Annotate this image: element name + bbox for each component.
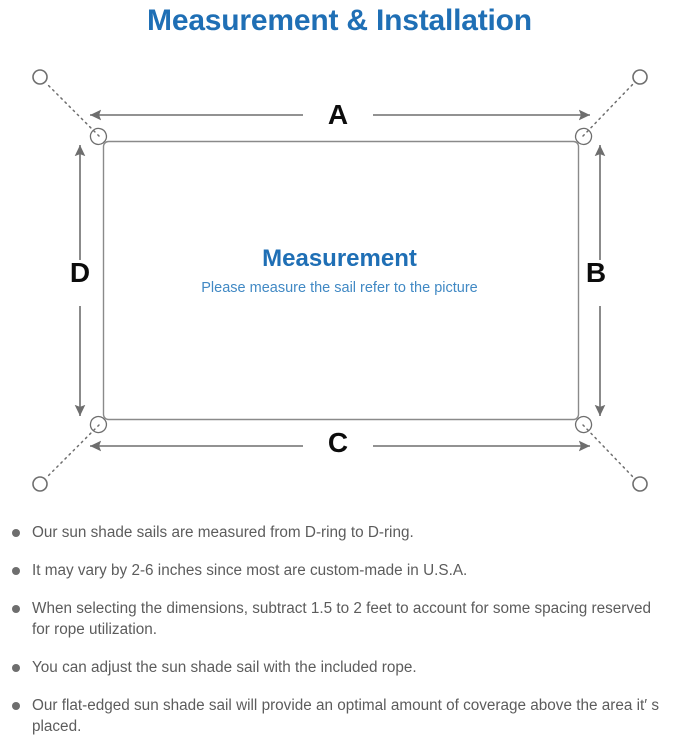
sail-label-main: Measurement [262,245,417,272]
anchor-ring-bottom-right [632,476,648,492]
note-text: When selecting the dimensions, subtract … [32,600,652,638]
list-item: When selecting the dimensions, subtract … [0,598,679,640]
dimension-label-d: D [69,257,91,288]
bullet-icon [12,664,20,672]
note-text: It may vary by 2-6 inches since most are… [32,562,468,579]
bullet-icon [12,605,20,613]
bullet-icon [12,702,20,710]
page-title: Measurement & Installation [147,4,532,37]
anchor-ring-top-right [632,69,648,85]
bullet-icon [12,529,20,537]
dimension-label-a: A [327,99,349,130]
list-item: Our flat-edged sun shade sail will provi… [0,695,679,737]
list-item: Our sun shade sails are measured from D-… [0,522,679,543]
bullet-icon [12,567,20,575]
notes-list: Our sun shade sails are measured from D-… [0,522,679,754]
rope-top-right [582,82,635,137]
rope-top-left [45,82,100,137]
diagram-canvas [32,69,648,492]
anchor-ring-bottom-left [32,476,48,492]
note-text: Our sun shade sails are measured from D-… [32,524,414,541]
note-text: Our flat-edged sun shade sail will provi… [32,697,660,735]
list-item: It may vary by 2-6 inches since most are… [0,560,679,581]
dimension-label-b: B [585,257,607,288]
sail-label-sublabel: Please measure the sail refer to the pic… [201,280,478,296]
anchor-ring-top-left [32,69,48,85]
note-text: You can adjust the sun shade sail with t… [32,659,417,676]
rope-bottom-right [582,424,635,479]
rope-bottom-left [45,424,100,479]
sail-body [102,140,580,421]
sail-measurement-diagram: Measurement Please measure the sail refe… [0,48,679,518]
dimension-label-c: C [327,427,349,458]
list-item: You can adjust the sun shade sail with t… [0,657,679,678]
